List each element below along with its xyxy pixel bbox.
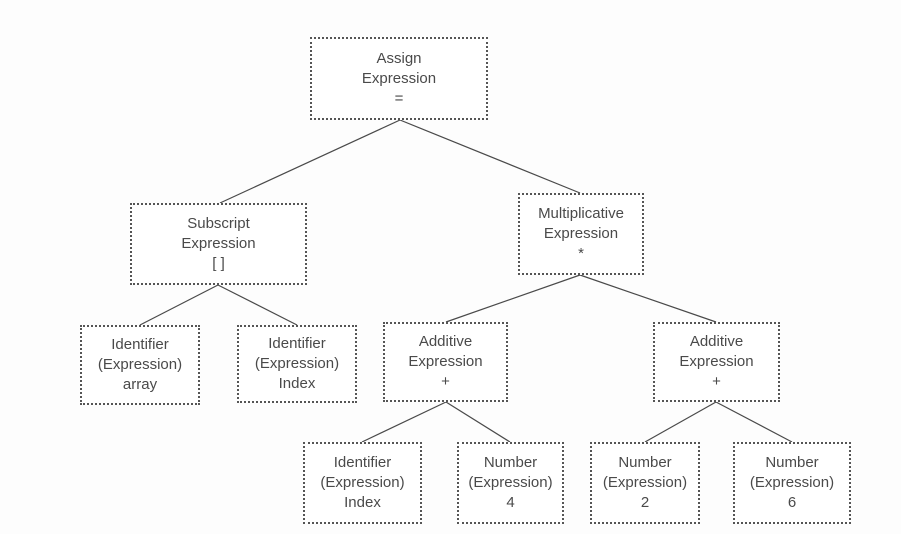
node-operator: [ ] <box>212 255 225 272</box>
node-multiplicative-expression: Multiplicative Expression * <box>518 193 644 275</box>
node-value: array <box>122 376 158 393</box>
node-additive-expression-right: Additive Expression + <box>653 322 780 402</box>
node-operator: = <box>394 89 404 107</box>
node-line: Identifier <box>111 336 169 353</box>
node-line: Expression <box>543 225 619 242</box>
node-line: Additive <box>689 333 744 350</box>
node-value: 2 <box>640 494 650 511</box>
edge-assign-mult <box>399 119 581 194</box>
node-line: Expression <box>679 353 754 370</box>
node-value: Index <box>344 494 381 511</box>
node-value: 6 <box>787 494 797 511</box>
node-line: (Expression) <box>320 474 405 491</box>
node-line: (Expression) <box>602 474 688 491</box>
node-line: Expression <box>181 235 256 252</box>
edge-add2-num6 <box>715 401 793 443</box>
node-value: Index <box>278 375 316 392</box>
node-additive-expression-left: Additive Expression + <box>383 322 508 402</box>
edge-add2-num2 <box>644 401 717 443</box>
edge-subscript-id-array <box>139 284 219 326</box>
node-line: Identifier <box>333 454 392 471</box>
node-operator: + <box>712 373 721 390</box>
node-operator: + <box>441 373 450 390</box>
node-number-6: Number (Expression) 6 <box>733 442 851 524</box>
node-line: (Expression) <box>749 474 835 491</box>
node-line: Number <box>618 454 672 471</box>
node-line: Additive <box>418 333 473 350</box>
node-line: Subscript <box>187 215 250 232</box>
node-number-2: Number (Expression) 2 <box>590 442 700 524</box>
node-line: Number <box>765 454 819 471</box>
node-line: (Expression) <box>254 355 340 372</box>
node-assign-expression: Assign Expression = <box>310 37 488 120</box>
node-operator: * <box>578 245 584 262</box>
node-line: Expression <box>408 353 483 370</box>
node-line: (Expression) <box>97 356 183 373</box>
node-line: Number <box>483 454 538 471</box>
edge-add1-id-index <box>361 401 447 443</box>
node-subscript-expression: Subscript Expression [ ] <box>130 203 307 285</box>
node-line: (Expression) <box>468 474 553 491</box>
edge-assign-subscript <box>219 119 401 204</box>
node-identifier-array: Identifier (Expression) array <box>80 325 200 405</box>
node-line: Assign <box>376 49 422 67</box>
node-number-4: Number (Expression) 4 <box>457 442 564 524</box>
edge-add1-num4 <box>445 401 511 443</box>
node-line: Expression <box>361 69 437 87</box>
edge-mult-add2 <box>579 274 717 323</box>
node-value: 4 <box>506 494 515 511</box>
node-identifier-index: Identifier (Expression) Index <box>237 325 357 403</box>
node-line: Multiplicative <box>538 205 624 222</box>
edge-subscript-id-index <box>217 284 298 326</box>
node-identifier-index-lower: Identifier (Expression) Index <box>303 442 422 524</box>
edge-mult-add1 <box>445 274 581 323</box>
node-line: Identifier <box>268 335 326 352</box>
